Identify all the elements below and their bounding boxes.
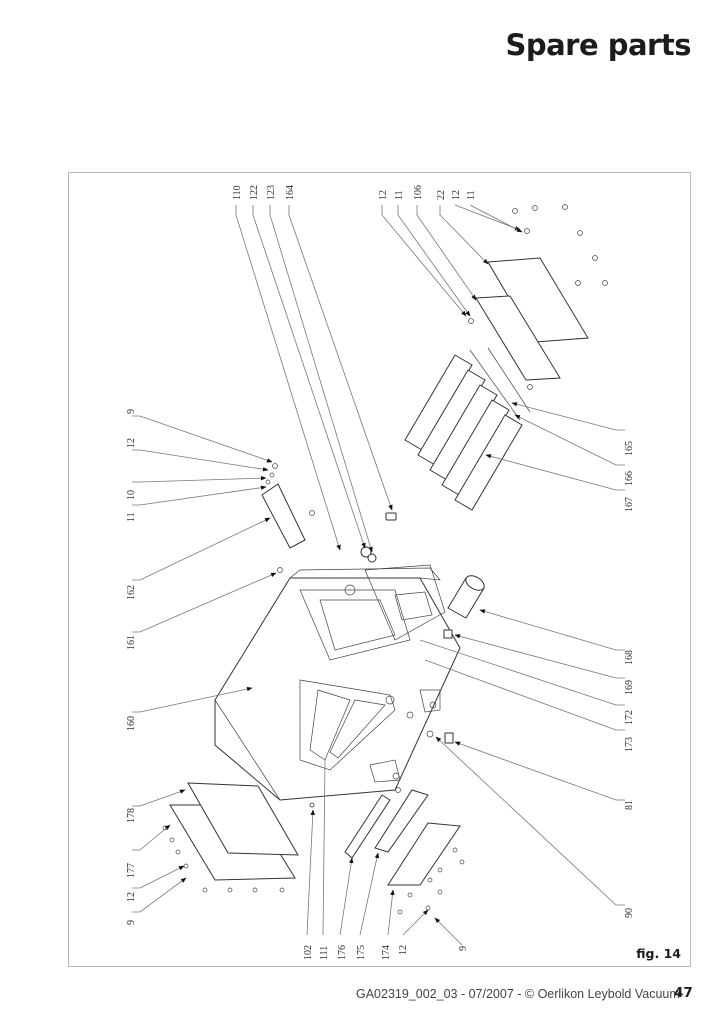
callout-label: 173 bbox=[624, 737, 635, 752]
leaders-bottom bbox=[306, 759, 463, 946]
callout-label: 9 bbox=[126, 409, 137, 414]
callout-label: 9 bbox=[126, 920, 137, 925]
callout-label: 106 bbox=[413, 185, 424, 200]
callout-label: 122 bbox=[249, 185, 260, 200]
callout-label: 12 bbox=[126, 438, 137, 448]
callout-label: 90 bbox=[624, 908, 635, 918]
leaders-right bbox=[419, 402, 625, 906]
callout-label: 11 bbox=[126, 512, 137, 522]
callout-label: 168 bbox=[624, 650, 635, 665]
callout-label: 177 bbox=[126, 863, 137, 878]
cover-plate-upper bbox=[468, 204, 608, 390]
callout-label: 161 bbox=[126, 635, 137, 650]
callout-label: 11 bbox=[466, 190, 477, 200]
callout-label: 11 bbox=[394, 190, 405, 200]
callout-label: 12 bbox=[126, 892, 137, 902]
callout-label: 81 bbox=[624, 800, 635, 810]
callout-label: 110 bbox=[232, 185, 243, 200]
footer-document-ref: GA02319_002_03 - 07/2007 - © Oerlikon Le… bbox=[356, 987, 680, 1001]
main-housing bbox=[214, 564, 461, 801]
oil-filter bbox=[426, 575, 485, 744]
callout-label: 175 bbox=[356, 945, 367, 960]
page-title: Spare parts bbox=[505, 28, 691, 62]
callout-label: 123 bbox=[266, 185, 277, 200]
callout-labels-bottom: 102 111 176 175 174 12 9 bbox=[303, 945, 469, 960]
callout-label: 169 bbox=[624, 680, 635, 695]
callout-label: 162 bbox=[126, 585, 137, 600]
callout-labels-left: 9 12 10 11 162 161 160 178 177 12 9 bbox=[126, 409, 137, 925]
plug-and-sight-glass bbox=[360, 512, 397, 563]
callout-label: 164 bbox=[285, 185, 296, 200]
callout-label: 176 bbox=[337, 945, 348, 960]
callout-label: 12 bbox=[378, 190, 389, 200]
filter-cartridges bbox=[404, 347, 531, 511]
callout-label: 111 bbox=[319, 946, 330, 960]
callout-label: 172 bbox=[624, 710, 635, 725]
callout-label: 160 bbox=[126, 716, 137, 731]
leaders-left bbox=[132, 415, 277, 913]
callout-labels-top: 110 122 123 164 12 11 106 22 12 11 bbox=[232, 185, 477, 200]
callout-labels-right: 165 166 167 168 169 172 173 81 90 bbox=[624, 441, 635, 918]
leaders-top bbox=[235, 204, 523, 553]
handle bbox=[261, 463, 315, 573]
callout-label: 174 bbox=[381, 945, 392, 960]
callout-label: 165 bbox=[624, 441, 635, 456]
callout-label: 22 bbox=[436, 190, 447, 200]
side-cover-right bbox=[309, 787, 465, 915]
page-number: 47 bbox=[674, 985, 693, 1001]
callout-label: 167 bbox=[624, 497, 635, 512]
callout-label: 178 bbox=[126, 808, 137, 823]
callout-label: 102 bbox=[303, 945, 314, 960]
callout-label: 166 bbox=[624, 471, 635, 486]
figure-caption: fig. 14 bbox=[636, 946, 681, 961]
callout-label: 12 bbox=[398, 945, 409, 955]
figure-frame bbox=[68, 172, 691, 967]
callout-label: 10 bbox=[126, 490, 137, 500]
callout-label: 12 bbox=[451, 190, 462, 200]
side-cover-left bbox=[162, 782, 315, 893]
callout-label: 9 bbox=[458, 946, 469, 951]
